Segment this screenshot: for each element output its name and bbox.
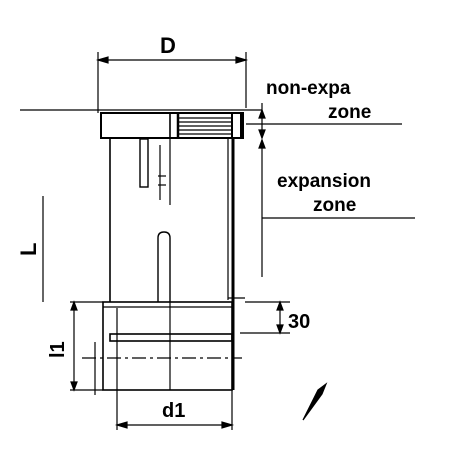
flow-mark: [302, 382, 328, 421]
d1-arrow-right: [221, 421, 235, 429]
thirty-arrow-top: [276, 300, 284, 311]
l1-arrow-bottom: [70, 381, 78, 392]
label-d1: d1: [162, 400, 186, 422]
label-non-expansion-zone: zone: [328, 102, 372, 123]
bottom-socket: [102, 301, 233, 391]
label-expansion: expansion: [277, 171, 371, 192]
d-arrow-left: [95, 56, 109, 64]
label-non-expansion: non-expa: [266, 78, 351, 99]
top-collar-cap: [231, 112, 242, 139]
thirty-arrow-bottom: [276, 324, 284, 335]
top-collar: [100, 112, 244, 139]
nonexp-arrow-bottom: [258, 129, 266, 140]
label-thirty: 30: [288, 311, 311, 333]
label-l: L: [16, 242, 41, 256]
d-arrow-right: [235, 56, 249, 64]
expansion-slot: [157, 231, 171, 302]
l1-arrow-top: [70, 300, 78, 311]
nonexp-arrow-top: [258, 108, 266, 119]
label-expansion-zone: zone: [313, 195, 357, 216]
inner-clip: [139, 138, 149, 188]
label-l1: l1: [47, 341, 69, 358]
exp-arrow-top: [258, 138, 266, 149]
d1-arrow-left: [114, 421, 128, 429]
socket-seal: [109, 333, 233, 342]
label-d: D: [160, 33, 176, 58]
